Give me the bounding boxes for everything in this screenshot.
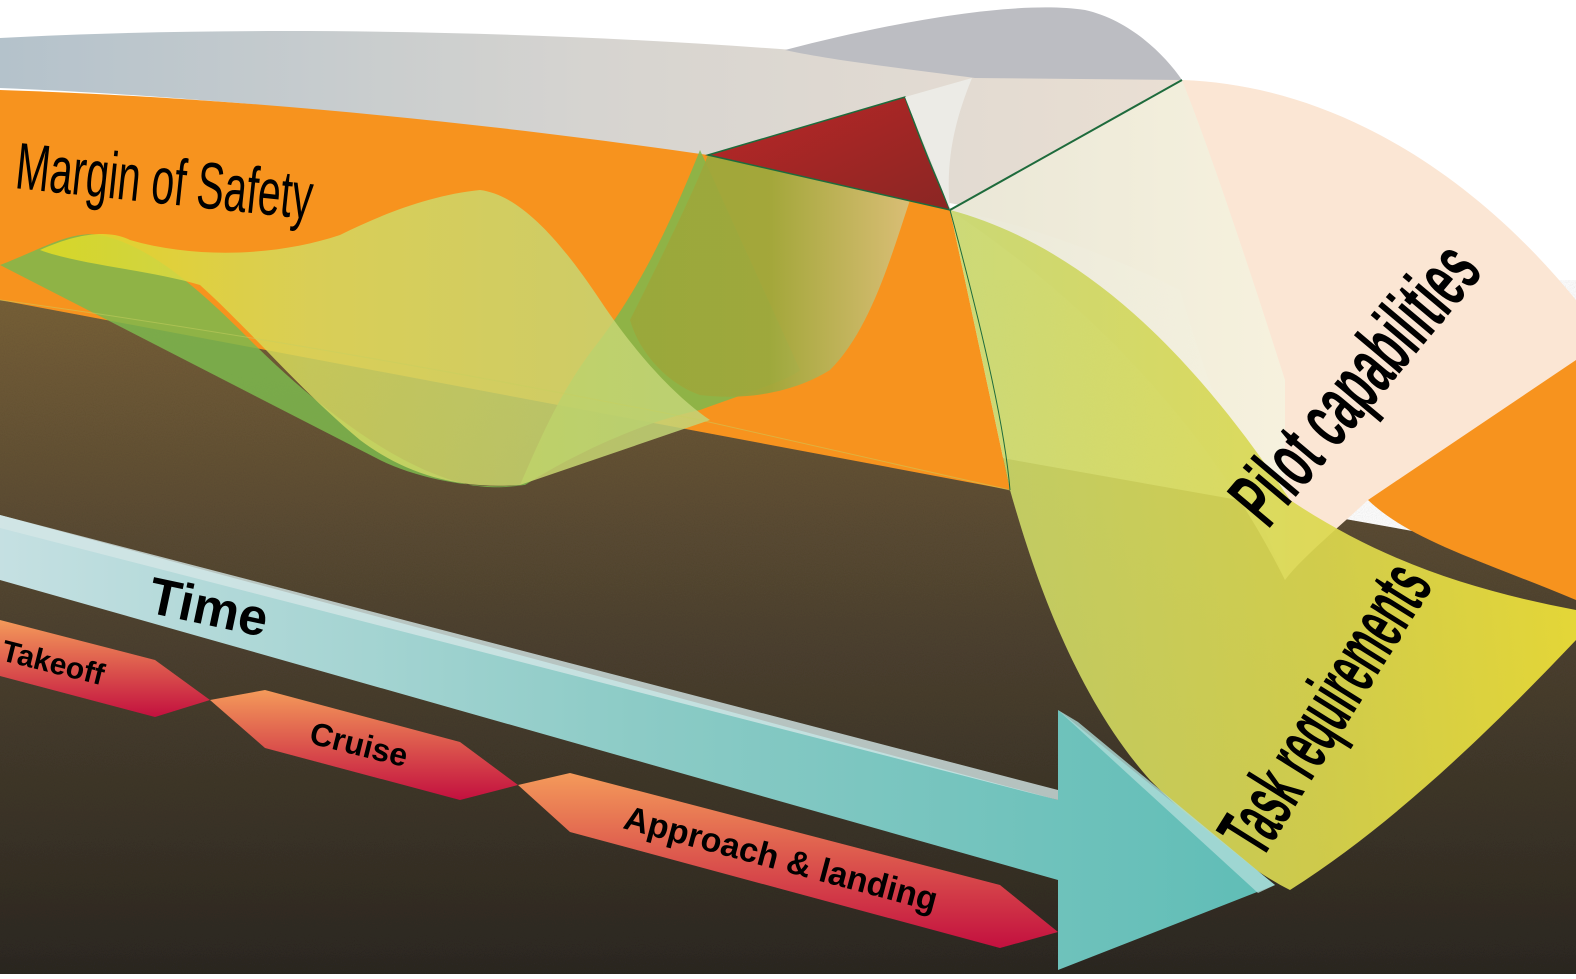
phase-chevron-approach <box>518 773 1058 948</box>
time-arrow <box>0 515 1275 970</box>
phase-chevrons <box>0 620 1058 948</box>
phase-chevron-cruise <box>210 690 518 800</box>
workload-wave <box>0 150 1011 491</box>
task-requirements-band <box>950 210 1576 890</box>
danger-zone-triangle <box>705 78 1011 491</box>
phase-chevron-takeoff <box>0 620 210 717</box>
